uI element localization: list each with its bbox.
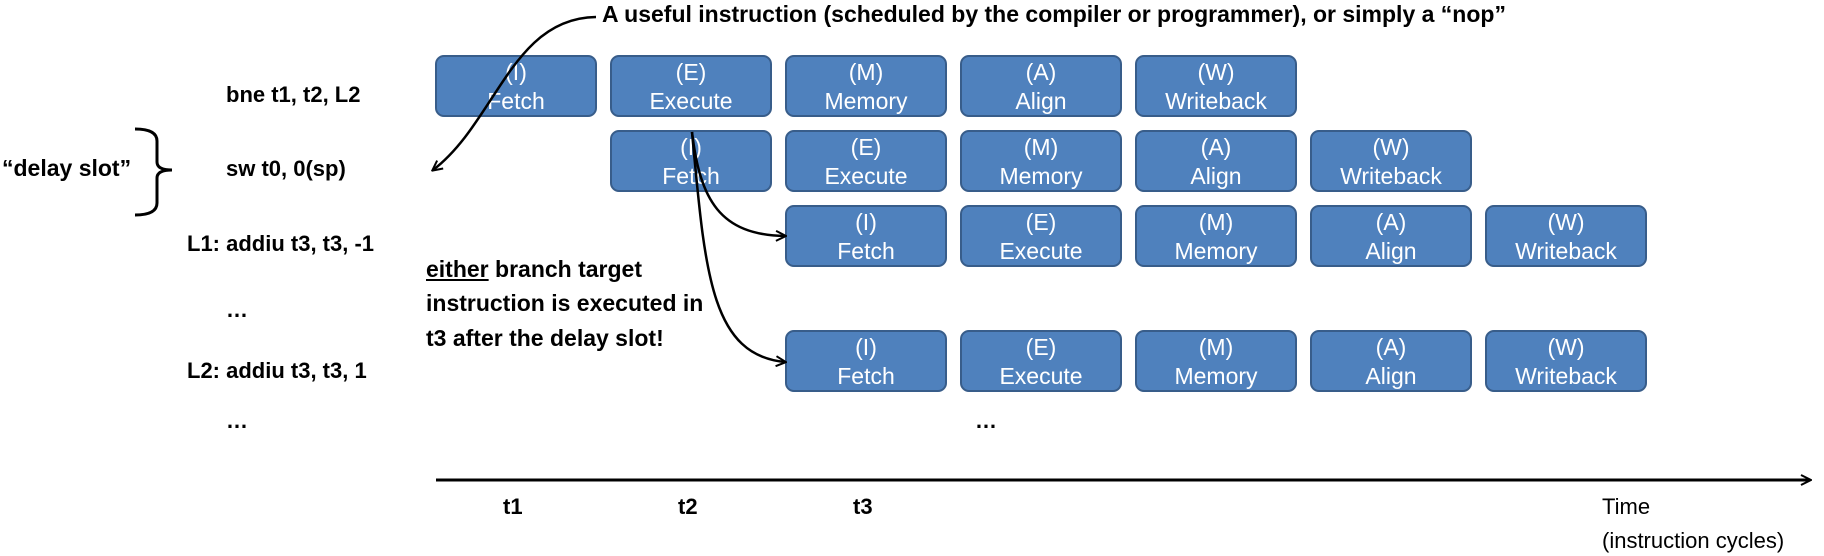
note-line-1: either branch target (426, 256, 642, 283)
row2-stage-align: (A)Align (1135, 130, 1297, 192)
row2-stage-fetch: (I)Fetch (610, 130, 772, 192)
row3-stage-fetch: (I)Fetch (785, 205, 947, 267)
row4-stage-align: (A)Align (1310, 330, 1472, 392)
code-line-l1: L1: addiu t3, t3, -1 (187, 231, 375, 256)
pipeline-ellipsis: … (975, 408, 997, 433)
delay-slot-label: “delay slot” (2, 155, 132, 181)
row4-stage-fetch: (I)Fetch (785, 330, 947, 392)
time-axis-label: Time (instruction cycles) (1602, 490, 1784, 556)
row3-stage-align: (A)Align (1310, 205, 1472, 267)
code-line-sw: sw t0, 0(sp) (226, 156, 346, 181)
delay-slot-brace (134, 127, 173, 217)
tick-t1: t1 (503, 494, 523, 519)
row3-stage-execute: (E)Execute (960, 205, 1122, 267)
row4-stage-memory: (M)Memory (1135, 330, 1297, 392)
note-line-2: instruction is executed in (426, 290, 704, 316)
note-line-1-rest: branch target (488, 256, 643, 282)
row1-stage-align: (A)Align (960, 55, 1122, 117)
row2-stage-memory: (M)Memory (960, 130, 1122, 192)
row4-stage-writeback: (W)Writeback (1485, 330, 1647, 392)
code-line-bne: bne t1, t2, L2 (226, 82, 361, 107)
time-axis-label-line1: Time (1602, 494, 1651, 519)
time-axis-label-line2: (instruction cycles) (1602, 528, 1785, 553)
row4-stage-execute: (E)Execute (960, 330, 1122, 392)
row1-stage-fetch: (I)Fetch (435, 55, 597, 117)
tick-t3: t3 (853, 494, 873, 519)
row1-stage-memory: (M)Memory (785, 55, 947, 117)
row1-stage-writeback: (W)Writeback (1135, 55, 1297, 117)
tick-t2: t2 (678, 494, 698, 519)
callout-text: A useful instruction (scheduled by the c… (602, 1, 1506, 27)
row3-stage-memory: (M)Memory (1135, 205, 1297, 267)
row2-stage-execute: (E)Execute (785, 130, 947, 192)
row3-stage-writeback: (W)Writeback (1485, 205, 1647, 267)
code-line-ellipsis-2: … (226, 408, 248, 433)
note-line-3: t3 after the delay slot! (426, 325, 664, 351)
code-line-ellipsis-1: … (226, 297, 248, 322)
row2-stage-writeback: (W)Writeback (1310, 130, 1472, 192)
code-line-l2: L2: addiu t3, t3, 1 (187, 358, 367, 383)
row1-stage-execute: (E)Execute (610, 55, 772, 117)
note-underlined-word: either (426, 256, 489, 282)
